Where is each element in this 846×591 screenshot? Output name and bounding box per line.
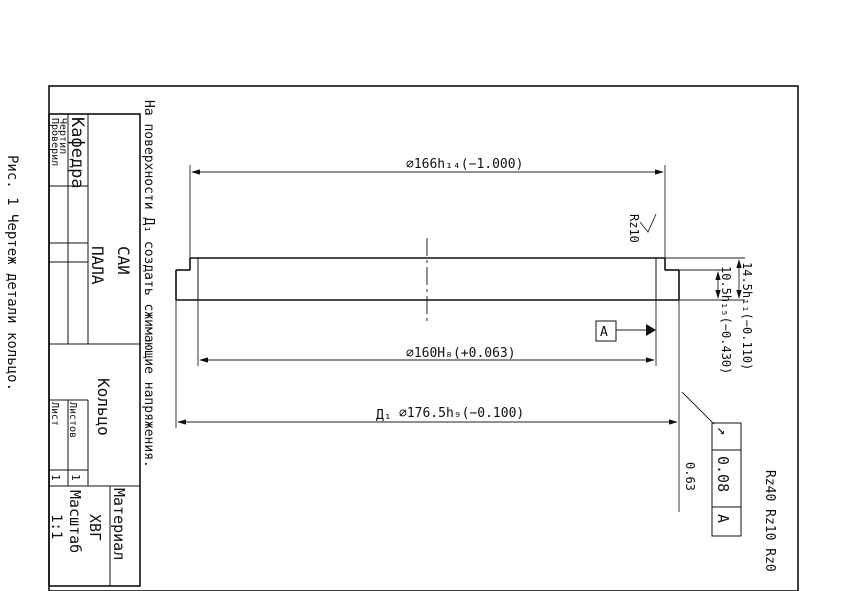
dim-flange-diameter: Д₁ ⌀176.5h₉(−0.100) xyxy=(175,300,680,512)
dim-flange-text: ⌀176.5h₉(−0.100) xyxy=(399,406,524,421)
tb-sheets-value: 1 xyxy=(69,474,82,481)
tb-group: САИ xyxy=(114,246,133,275)
dim-total-height: 14.5h₁₁(−0.110) xyxy=(740,262,754,370)
tb-scale-value: 1:1 xyxy=(48,514,64,539)
tb-department: Кафедра xyxy=(67,117,87,189)
tb-material: Материал xyxy=(110,488,128,560)
datum-letter: A xyxy=(600,325,608,340)
tolerance-frame-datum: A xyxy=(714,514,732,523)
tolerance-leader xyxy=(681,391,715,425)
tb-scale: Масштаб xyxy=(66,490,84,553)
dim-inner-text: ⌀160H₈(+0.063) xyxy=(406,346,516,361)
roughness-general-note: Rz40 Rz10 Rz0 xyxy=(762,470,777,572)
tolerance-frame-value: 0.08 xyxy=(714,456,732,492)
figure-caption: Рис. 1 Чертеж детали кольцо. xyxy=(4,155,20,391)
dim-inner-diameter: ⌀160H₈(+0.063) xyxy=(197,300,657,366)
tb-sheet-value: 1 xyxy=(49,474,62,481)
dim-outer-diameter: ⌀166h₁₄(−1.000) xyxy=(189,157,666,258)
tolerance-frame: ↗ 0.08 A xyxy=(711,422,742,537)
tb-checked: Проверил xyxy=(49,118,60,166)
tb-sheets: Листов xyxy=(67,402,78,438)
tb-part-name: Кольцо xyxy=(94,378,113,436)
dim-heights: 14.5h₁₁(−0.110) 10.5h₁₅(−0.430) xyxy=(665,257,754,374)
tb-material-value: ХВГ xyxy=(86,514,104,541)
tb-drawn: Чертил xyxy=(57,118,68,154)
ring-section xyxy=(175,238,680,324)
roughness-top-text: Rz10 xyxy=(627,214,641,243)
tolerance-value-note: 0.63 xyxy=(683,462,697,491)
dim-body-height: 10.5h₁₅(−0.430) xyxy=(719,266,733,374)
roughness-top-mark: Rz10 xyxy=(627,213,657,243)
dim-flange-label: Д₁ xyxy=(376,408,392,423)
dim-outer-text: ⌀166h₁₄(−1.000) xyxy=(406,157,523,172)
tb-student: ПАЛА xyxy=(88,246,107,285)
tb-sheet: Лист xyxy=(49,402,60,426)
title-block: Проверил Чертил Кафедра САИ ПАЛА Кольцо … xyxy=(48,113,141,587)
surface-note: На поверхности Д₁ создать сжимающие напр… xyxy=(141,100,156,468)
datum-marker: A xyxy=(595,320,656,342)
tolerance-symbol: ↗ xyxy=(714,427,730,435)
